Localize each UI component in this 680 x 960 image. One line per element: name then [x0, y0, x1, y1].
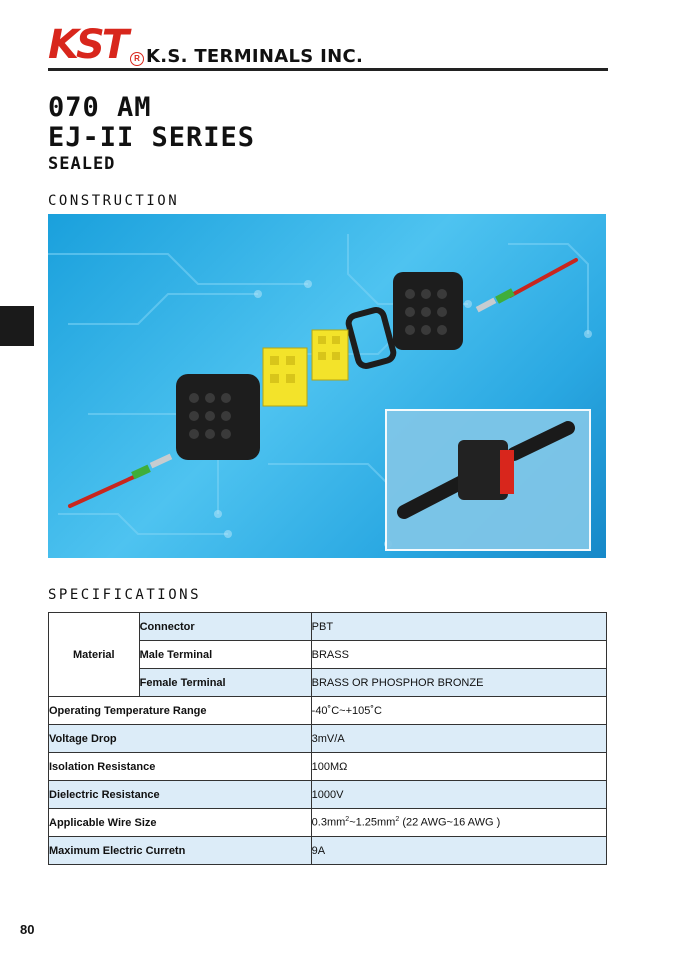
title-series-code: 070 AM [48, 92, 152, 123]
material-row-value: BRASS OR PHOSPHOR BRONZE [310, 668, 608, 697]
table-row: Operating Temperature Range -40˚C~+105˚C [48, 696, 608, 725]
spec-label: Maximum Electric Curretn [48, 836, 312, 865]
spec-value: 0.3mm2~1.25mm2 (22 AWG~16 AWG ) [310, 808, 608, 837]
wire-size-max: ~1.25mm [349, 816, 396, 829]
spec-label: Operating Temperature Range [48, 696, 312, 725]
spec-value: 3mV/A [310, 724, 608, 753]
table-row: Female Terminal BRASS OR PHOSPHOR BRONZE [49, 668, 608, 697]
spec-value: 9A [310, 836, 608, 865]
specifications-heading: SPECIFICATIONS [48, 587, 202, 603]
material-row-label: Female Terminal [138, 668, 312, 697]
table-row: Dielectric Resistance 1000V [48, 780, 608, 809]
construction-photo [48, 214, 606, 558]
table-row: Material Connector PBT [48, 612, 608, 697]
table-row: Applicable Wire Size 0.3mm2~1.25mm2 (22 … [48, 808, 608, 837]
material-row-label: Male Terminal [138, 640, 312, 669]
material-row-value: PBT [310, 612, 608, 641]
construction-heading: CONSTRUCTION [48, 193, 180, 209]
table-row: Isolation Resistance 100MΩ [48, 752, 608, 781]
page-number: 80 [20, 922, 35, 937]
spec-label: Applicable Wire Size [48, 808, 312, 837]
material-row-value: BRASS [310, 640, 608, 669]
title-series-name: EJ-II SERIES [48, 122, 256, 153]
header-rule [48, 68, 608, 71]
superscript: 2 [345, 816, 350, 824]
side-tab [0, 306, 34, 346]
spec-label: Isolation Resistance [48, 752, 312, 781]
spec-value: 100MΩ [310, 752, 608, 781]
spec-value: -40˚C~+105˚C [310, 696, 608, 725]
table-row: Voltage Drop 3mV/A [48, 724, 608, 753]
wire-size-min: 0.3mm [311, 816, 346, 829]
superscript: 2 [395, 816, 400, 824]
kst-logo: KST [48, 22, 129, 68]
material-label: Material [48, 612, 140, 697]
connector-illustration [48, 234, 592, 551]
spec-label: Voltage Drop [48, 724, 312, 753]
spec-label: Dielectric Resistance [48, 780, 312, 809]
wire-size-awg: (22 AWG~16 AWG ) [399, 816, 501, 829]
page-header: KST R K.S. TERMINALS INC. [48, 22, 608, 72]
material-row-label: Connector [138, 612, 312, 641]
specifications-table: Material Connector PBT Male Terminal BRA… [48, 612, 608, 865]
spec-value: 1000V [310, 780, 608, 809]
table-row: Male Terminal BRASS [49, 640, 608, 669]
registered-mark: R [130, 52, 144, 66]
title-sealed: SEALED [48, 154, 116, 174]
company-name: K.S. TERMINALS INC. [146, 46, 364, 67]
table-row: Maximum Electric Curretn 9A [48, 836, 608, 865]
